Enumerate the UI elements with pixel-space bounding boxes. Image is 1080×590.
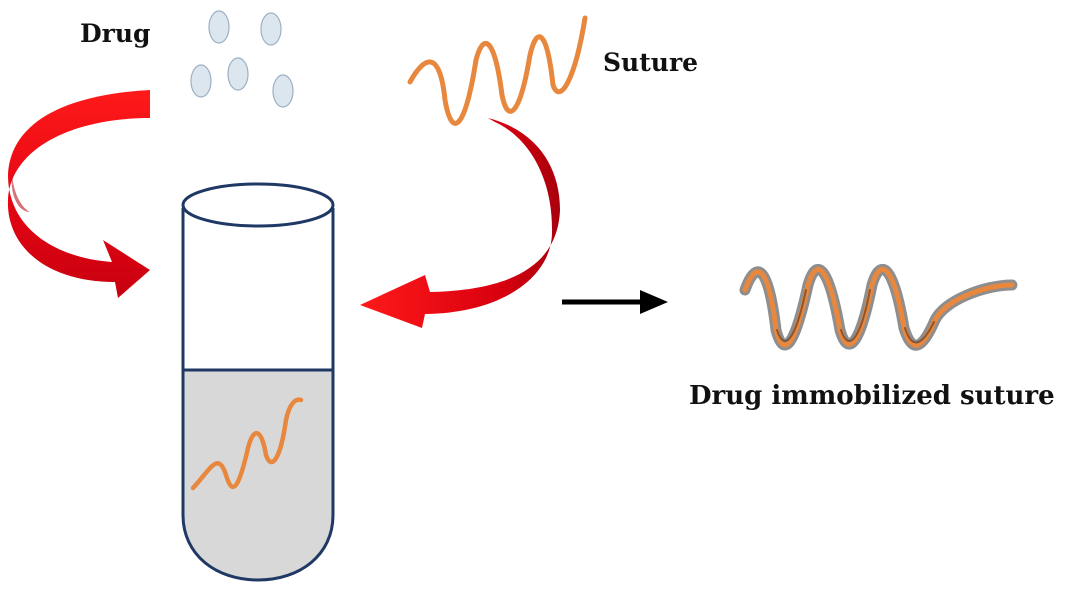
tube-liquid (183, 370, 333, 580)
test-tube-icon (181, 182, 335, 582)
drug-particle (190, 64, 212, 98)
drug-particles-icon (190, 10, 294, 108)
suture-in-tube-icon (190, 397, 304, 491)
drug-particle (208, 10, 230, 44)
process-arrow-icon (562, 290, 668, 314)
suture-thread-icon (407, 15, 588, 126)
left-curved-arrow-icon (7, 90, 150, 298)
drug-label: Drug (80, 19, 151, 48)
coated-suture-icon (739, 263, 1018, 351)
suture-label: Suture (603, 48, 699, 77)
drug-particle (227, 57, 249, 91)
drug-particle (260, 12, 282, 46)
right-curved-arrow-icon (360, 118, 560, 328)
drug-particle (272, 74, 294, 108)
tube-rim (181, 182, 335, 228)
result-label: Drug immobilized suture (689, 381, 1055, 411)
tube-body (181, 208, 335, 582)
